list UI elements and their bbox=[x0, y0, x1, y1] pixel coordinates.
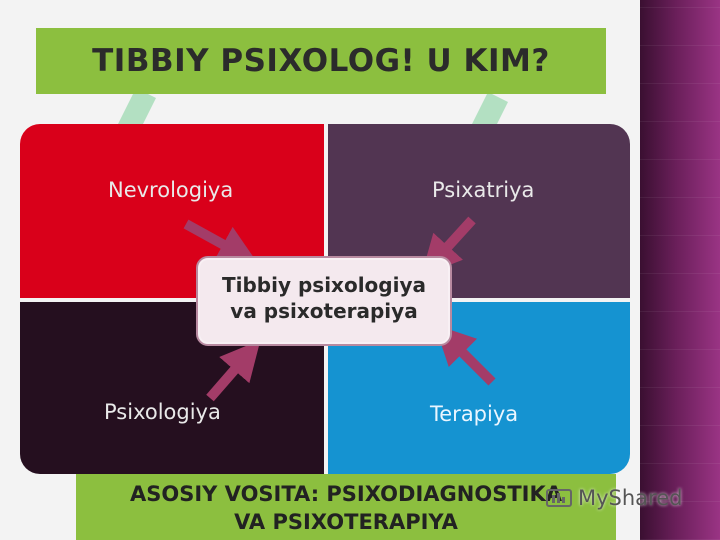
bottom-line-1: ASOSIY VOSITA: PSIXODIAGNOSTIKA bbox=[130, 482, 562, 506]
myshared-logo-icon bbox=[546, 489, 572, 507]
arrow-from-terapiya bbox=[434, 324, 496, 386]
arrow-from-nevrologiya bbox=[183, 219, 259, 264]
bottom-bar: ASOSIY VOSITA: PSIXODIAGNOSTIKA VA PSIXO… bbox=[76, 474, 616, 540]
arrow-from-psixologiya bbox=[206, 339, 261, 402]
brand-watermark: MyShared bbox=[546, 484, 682, 512]
center-line-2: va psixoterapiya bbox=[230, 299, 418, 323]
decorative-side-band bbox=[640, 0, 720, 540]
title-bar: TIBBIY PSIXOLOG! U KIM? bbox=[36, 28, 606, 94]
quadrant-label-psixologiya: Psixologiya bbox=[104, 400, 221, 424]
quadrant-label-terapiya: Terapiya bbox=[430, 402, 519, 426]
quadrant-label-psixatriya: Psixatriya bbox=[432, 178, 535, 202]
brand-text: MyShared bbox=[578, 486, 683, 510]
center-line-1: Tibbiy psixologiya bbox=[221, 273, 426, 297]
quadrant-top-right: Psixatriya bbox=[328, 124, 630, 298]
slide-title: TIBBIY PSIXOLOG! U KIM? bbox=[92, 43, 550, 79]
center-text: Tibbiy psixologiya va psixoterapiya bbox=[198, 272, 450, 324]
quadrant-label-nevrologiya: Nevrologiya bbox=[108, 178, 234, 202]
center-box: Tibbiy psixologiya va psixoterapiya bbox=[196, 256, 452, 346]
bottom-line-2: VA PSIXOTERAPIYA bbox=[234, 510, 458, 534]
bottom-text: ASOSIY VOSITA: PSIXODIAGNOSTIKA VA PSIXO… bbox=[76, 480, 616, 536]
